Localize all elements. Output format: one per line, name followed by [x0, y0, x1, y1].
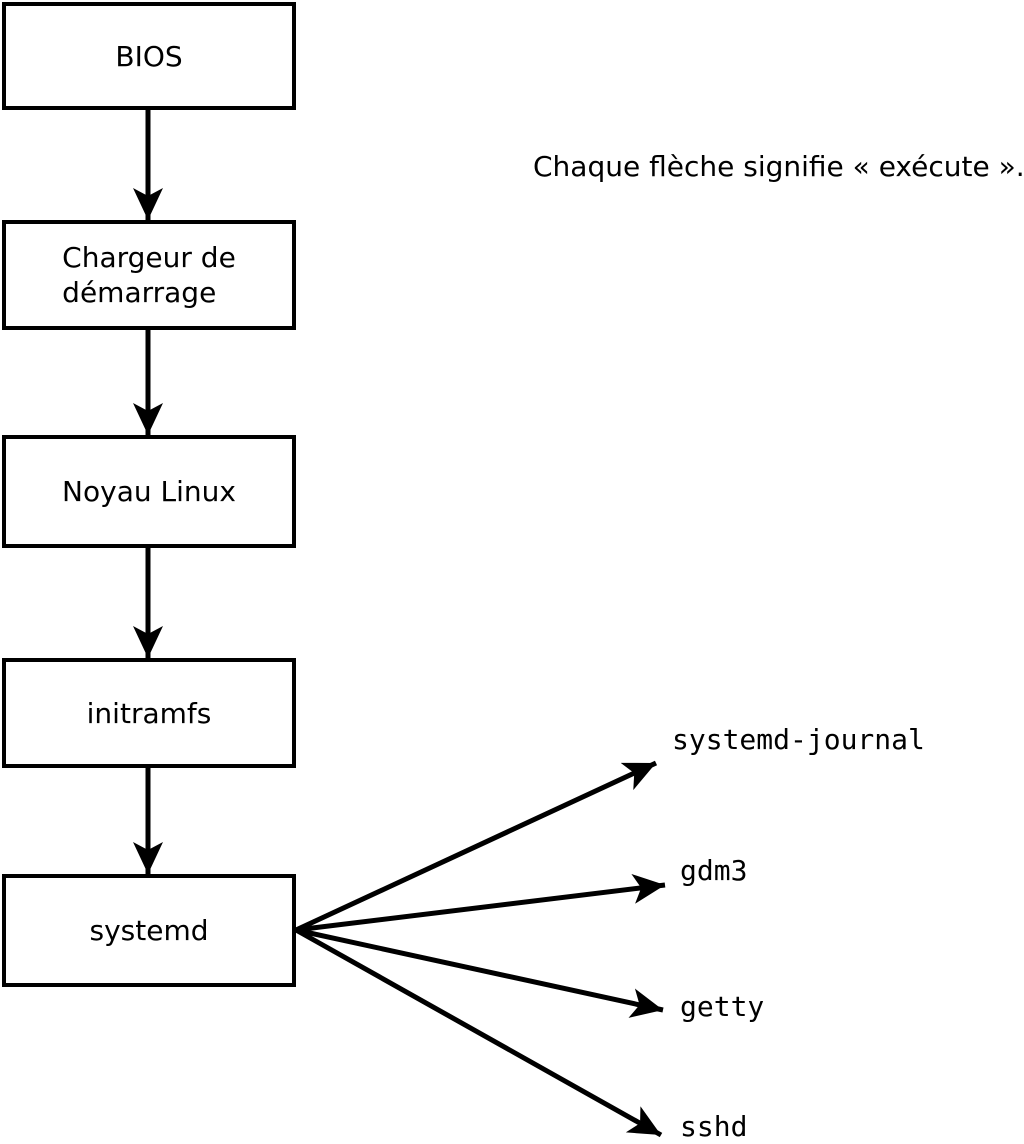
arrow-systemd-to-sshd — [294, 927, 663, 1138]
node-kernel: Noyau Linux — [2, 435, 296, 548]
process-label-systemd-journal: systemd-journal — [672, 723, 925, 756]
node-initramfs-label: initramfs — [86, 696, 212, 730]
node-bootloader: Chargeur de démarrage — [2, 220, 296, 330]
arrow-systemd-to-getty — [295, 927, 664, 1018]
node-initramfs: initramfs — [2, 658, 296, 768]
node-systemd: systemd — [2, 874, 296, 987]
node-bootloader-label: Chargeur de démarrage — [62, 241, 236, 309]
arrow-systemd-to-systemd-journal — [294, 760, 658, 933]
node-systemd-label: systemd — [89, 914, 209, 947]
process-label-sshd: sshd — [680, 1110, 748, 1143]
node-bios-label: BIOS — [115, 39, 183, 73]
process-label-gdm3: gdm3 — [680, 854, 748, 887]
process-label-getty: getty — [680, 990, 765, 1023]
arrow-systemd-to-gdm3 — [295, 873, 666, 933]
node-bios: BIOS — [2, 2, 296, 110]
node-kernel-label: Noyau Linux — [62, 475, 236, 508]
legend-annotation: Chaque flèche signifie « exécute ». — [533, 150, 1024, 183]
